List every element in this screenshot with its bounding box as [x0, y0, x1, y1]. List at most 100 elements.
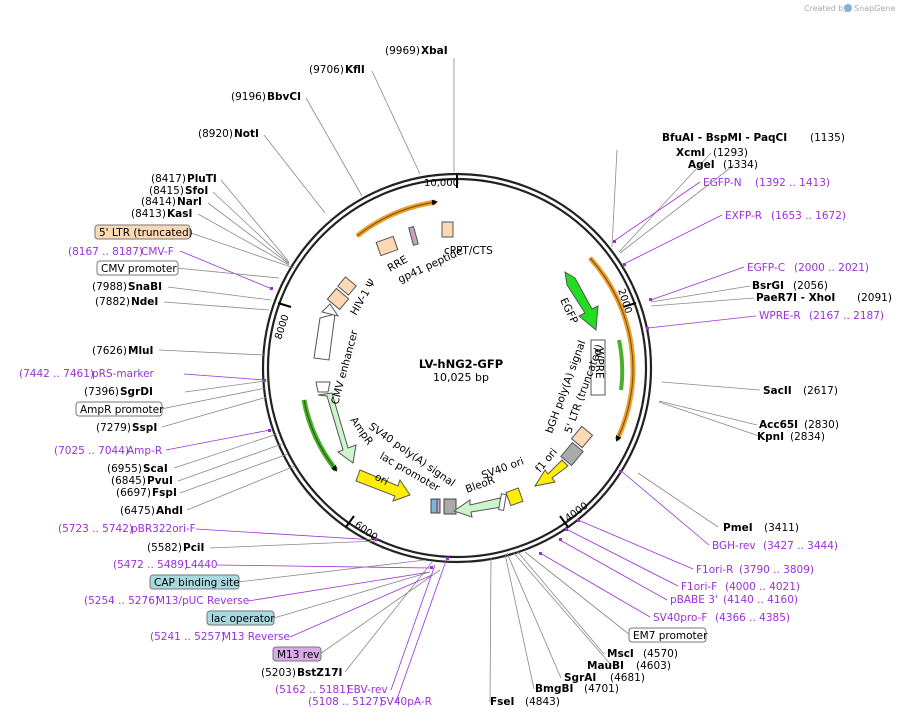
site-name-sacii: SacII [763, 385, 792, 397]
hiv-psi-box-2 [326, 287, 350, 311]
site-name-kfli: KflI [345, 64, 365, 76]
site-pos-bsrgi: (2056) [793, 280, 828, 292]
primer-range-pbr322: (5723 .. 5742) [58, 523, 133, 535]
sv40pa-box [443, 498, 457, 515]
site-pos-xbai: (9969) [385, 45, 420, 57]
primer-name-prsmarker: pRS-marker [92, 368, 155, 380]
primer-name-f1orir: F1ori-R [696, 564, 733, 576]
ltr5-trunc-badge-text: 5' LTR (truncated) [99, 227, 193, 239]
site-name-kpni: KpnI [757, 431, 784, 443]
site-name-noti: NotI [234, 128, 259, 140]
site-pos-nari: (8414) [141, 196, 176, 208]
site-pos-ahdi: (6475) [120, 505, 155, 517]
site-name-sgrai: SgrAI [564, 672, 596, 684]
m13-rev-badge [272, 646, 322, 662]
site-name-kasi: KasI [167, 208, 192, 220]
primer-range-prsmarker: (7442 .. 7461) [19, 368, 94, 380]
credit-prefix: Created by [804, 4, 848, 13]
site-name-pcii: PciI [183, 542, 204, 554]
site-pos-xcmi: (1293) [713, 147, 748, 159]
em7-mark [498, 493, 507, 511]
tick-marks [277, 174, 637, 528]
gp41-box [408, 225, 419, 246]
site-name-sgrdi: SgrDI [120, 386, 153, 398]
site-name-bfuai: BfuAI - BspMI - PaqCI [662, 132, 787, 144]
primer-leader-lines [165, 181, 757, 703]
primer-name-cmvf: CMV-F [141, 246, 174, 258]
hiv-psi-box-1 [337, 276, 357, 296]
ampr-arrow [317, 392, 357, 464]
em7-promoter-badge [628, 627, 707, 643]
site-pos-mlui: (7626) [92, 345, 127, 357]
site-name-fspi: FspI [152, 487, 177, 499]
primer-name-wprer: WPRE-R [759, 310, 801, 322]
f1-ori-arrow [533, 459, 569, 487]
primer-name-egfpc: EGFP-C [747, 262, 785, 274]
primer-range-m13rev: (5241 .. 5257) [150, 631, 225, 643]
tick-label-10000: 10,000 [424, 178, 459, 189]
site-name-scai: ScaI [143, 463, 168, 475]
cppt-box [441, 221, 454, 238]
site-name-sspi: SspI [132, 422, 157, 434]
site-name-maubi: MauBI [587, 660, 624, 672]
site-pos-fsei: (4843) [525, 696, 560, 708]
ampr-promoter-badge-text: AmpR promoter [80, 404, 164, 416]
primer-range-egfpc: (2000 .. 2021) [794, 262, 869, 274]
primer-markers [263, 240, 652, 569]
site-name-nari: NarI [177, 196, 202, 208]
primer-range-wprer: (2167 .. 2187) [809, 310, 884, 322]
site-name-xbai: XbaI [421, 45, 448, 57]
site-pos-ndei: (7882) [95, 296, 130, 308]
site-name-fsei: FseI [490, 696, 514, 708]
cmv-promoter-shape [313, 313, 336, 361]
site-pos-bbvci: (9196) [231, 91, 266, 103]
site-pos-kfli: (9706) [309, 64, 344, 76]
site-pos-snabi: (7988) [92, 281, 127, 293]
primer-range-exfpr: (1653 .. 1672) [771, 210, 846, 222]
site-pos-pvui: (6845) [111, 475, 146, 487]
primer-name-sv40prof: SV40pro-F [653, 612, 707, 624]
site-pos-bstz17i: (5203) [261, 667, 296, 679]
site-name-sfoi: SfoI [185, 185, 208, 197]
primer-range-ampr: (7025 .. 7044) [54, 445, 129, 457]
primer-range-bghrev: (3427 .. 3444) [763, 540, 838, 552]
primer-range-m13puc: (5254 .. 5276) [84, 595, 159, 607]
site-name-pmei: PmeI [723, 522, 753, 534]
plasmid-size: 10,025 bp [433, 371, 489, 384]
primer-range-f1orif: (4000 .. 4021) [725, 581, 800, 593]
plasmid-name: LV-hNG2-GFP [419, 357, 503, 371]
cmv-promoter-arrowhead [321, 303, 340, 317]
primer-range-sv40prof: (4366 .. 4385) [715, 612, 790, 624]
boxed-feature-labels: 5' LTR (truncated) CMV promoter AmpR pro… [75, 224, 708, 662]
site-pos-agei: (1334) [723, 159, 758, 171]
site-pos-pluti: (8417) [151, 173, 186, 185]
lac-operator-badge [206, 610, 275, 626]
site-pos-pcii: (5582) [147, 542, 182, 554]
lentiviral-arc-top [355, 199, 437, 238]
ltr5-trunc-badge [94, 224, 191, 240]
lentiviral-arc-right-arrow [589, 257, 634, 442]
site-name-xhoi: PaeR7I - XhoI [756, 292, 835, 304]
primer-labels: (8167 .. 8187) CMV-F (7442 .. 7461) pRS-… [19, 177, 884, 708]
site-name-ndei: NdeI [131, 296, 158, 308]
site-name-mlui: MluI [128, 345, 153, 357]
lac-operator-mark [436, 498, 441, 514]
cmv-promoter-badge-text: CMV promoter [101, 263, 177, 275]
primer-range-l4440: (5472 .. 5489) [113, 559, 188, 571]
ltr5-trunc-box [570, 425, 594, 449]
site-pos-bfuai: (1135) [810, 132, 845, 144]
primer-name-ebvrev: EBV-rev [347, 684, 388, 696]
primer-range-ebvrev: (5162 .. 5181) [275, 684, 350, 696]
m13-rev-badge-text: M13 rev [277, 649, 320, 661]
site-pos-noti: (8920) [198, 128, 233, 140]
site-name-msci: MscI [607, 648, 634, 660]
egfp-arrow [564, 271, 599, 331]
primer-name-ampr: Amp-R [127, 445, 162, 457]
bleor-arrow [452, 497, 503, 518]
cmv-enhancer-marker [315, 381, 331, 393]
cmv-enhancer-label: CMV enhancer [329, 328, 361, 405]
site-labels-right: BfuAI - BspMI - PaqCI (1135) XcmI (1293)… [490, 132, 892, 708]
site-pos-msci: (4570) [643, 648, 678, 660]
site-leader-lines [158, 58, 761, 703]
